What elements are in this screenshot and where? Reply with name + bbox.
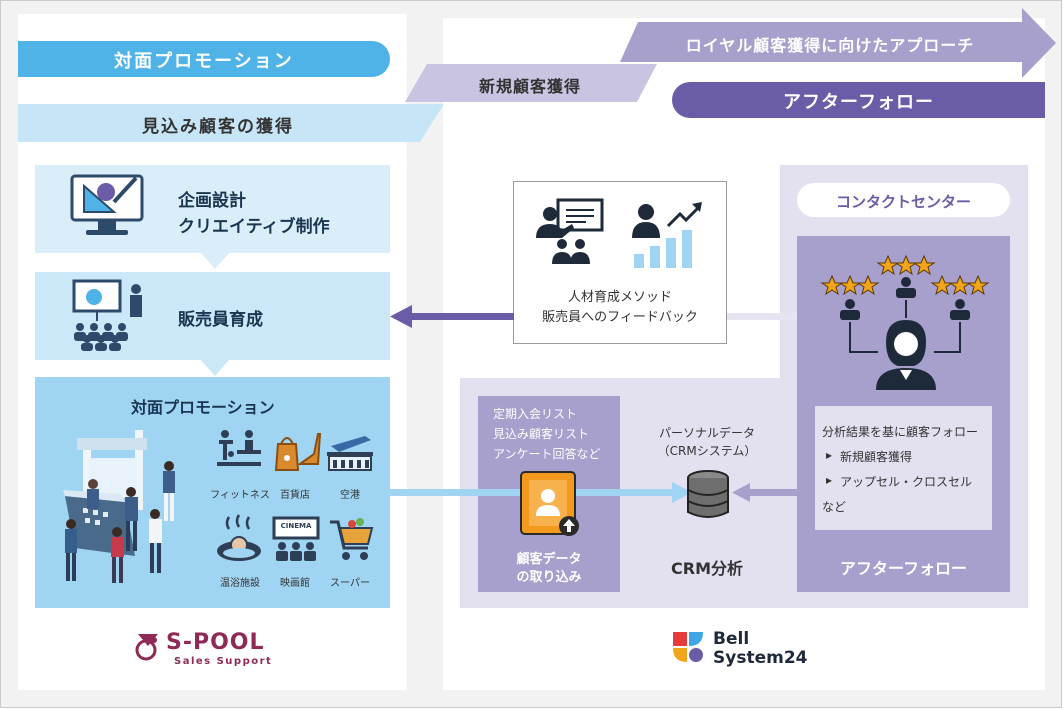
contact-center-pill — [797, 183, 1010, 217]
training-method-text: 人材育成メソッド — [567, 290, 672, 305]
bullet-icon: ▸ — [826, 448, 833, 462]
department-store-icon — [274, 433, 322, 471]
venue-label: 映画館 — [280, 578, 310, 589]
supermarket-icon — [330, 518, 374, 560]
database-icon — [687, 470, 729, 518]
data-import-text: の取り込み — [516, 570, 582, 585]
analysis-item: 新規顧客獲得 — [840, 450, 913, 464]
venue-label: 空港 — [340, 490, 360, 501]
presentation-training-icon — [72, 279, 142, 351]
after-follow-header-text: アフターフォロー — [783, 92, 934, 113]
promotion-title: 対面プロモーション — [131, 398, 275, 417]
s-pool-logo-text: S-POOL — [166, 630, 265, 655]
venue-label: 百貨店 — [280, 490, 310, 501]
analysis-item: アップセル・クロスセル — [840, 475, 973, 489]
feedback-arrow — [390, 305, 514, 328]
new-customer-text: 新規顧客獲得 — [478, 77, 581, 96]
feedback-connector — [727, 313, 797, 320]
face-to-face-header — [18, 41, 390, 77]
cinema-sign: CINEMA — [280, 522, 312, 530]
airport-icon — [327, 436, 373, 471]
s-pool-logo-subtext: Sales Support — [174, 656, 273, 667]
crm-analysis-text: CRM分析 — [671, 559, 743, 578]
operator-icon — [876, 320, 936, 390]
loyal-customer-arrow-text: ロイヤル顧客獲得に向けたアプローチ — [685, 36, 975, 55]
personal-data-text: パーソナルデータ — [658, 426, 755, 440]
s-pool-logo-icon — [135, 634, 158, 661]
analysis-text: 分析結果を基に顧客フォロー — [822, 425, 979, 439]
down-arrow-1 — [200, 252, 230, 269]
analysis-note-box — [815, 406, 992, 530]
crm-system-text: （CRMシステム） — [657, 444, 757, 458]
prospect-subheader-text: 見込み顧客の獲得 — [142, 117, 294, 137]
growth-chart-icon — [632, 202, 702, 268]
trainer-icon — [536, 198, 604, 264]
data-list-item: 見込み顧客リスト — [493, 427, 590, 441]
stars-rating-icon — [820, 254, 990, 353]
promotion-booth-illustration — [63, 430, 175, 583]
file-upload-icon — [520, 471, 579, 536]
venue-label: 温浴施設 — [220, 578, 260, 589]
feedback-text: 販売員へのフィードバック — [542, 310, 698, 325]
bullet-icon: ▸ — [826, 473, 833, 487]
cinema-icon — [272, 516, 320, 561]
venue-label: スーパー — [330, 578, 370, 589]
monitor-design-icon — [70, 174, 144, 235]
data-list-item: 定期入会リスト — [493, 407, 578, 421]
new-customer-shape — [405, 64, 657, 102]
face-to-face-header-text: 対面プロモーション — [114, 51, 294, 72]
after-follow-to-crm-arrow — [732, 483, 798, 502]
analysis-etc: など — [822, 500, 847, 514]
sales-staff-training-text: 販売員育成 — [178, 310, 263, 330]
data-import-text: 顧客データ — [516, 552, 582, 567]
bell-system-logo-line1: Bell — [713, 629, 750, 649]
venue-label: フィットネス — [210, 490, 270, 501]
after-follow-bottom-text: アフターフォロー — [839, 559, 968, 578]
bell-system-logo-line2: System24 — [713, 648, 808, 668]
data-list-item: アンケート回答など — [493, 447, 601, 461]
planning-text: 企画設計 — [178, 191, 246, 211]
onsen-icon — [217, 514, 261, 561]
prospect-subheader-shape — [18, 104, 444, 142]
down-arrow-2 — [200, 359, 230, 376]
bell-system-logo-icon — [673, 632, 703, 662]
fitness-icon — [217, 430, 261, 466]
creative-text: クリエイティブ制作 — [178, 217, 330, 237]
loyal-customer-arrow — [620, 8, 1056, 78]
contact-center-text: コンタクトセンター — [835, 193, 971, 211]
after-follow-header — [672, 82, 1045, 118]
